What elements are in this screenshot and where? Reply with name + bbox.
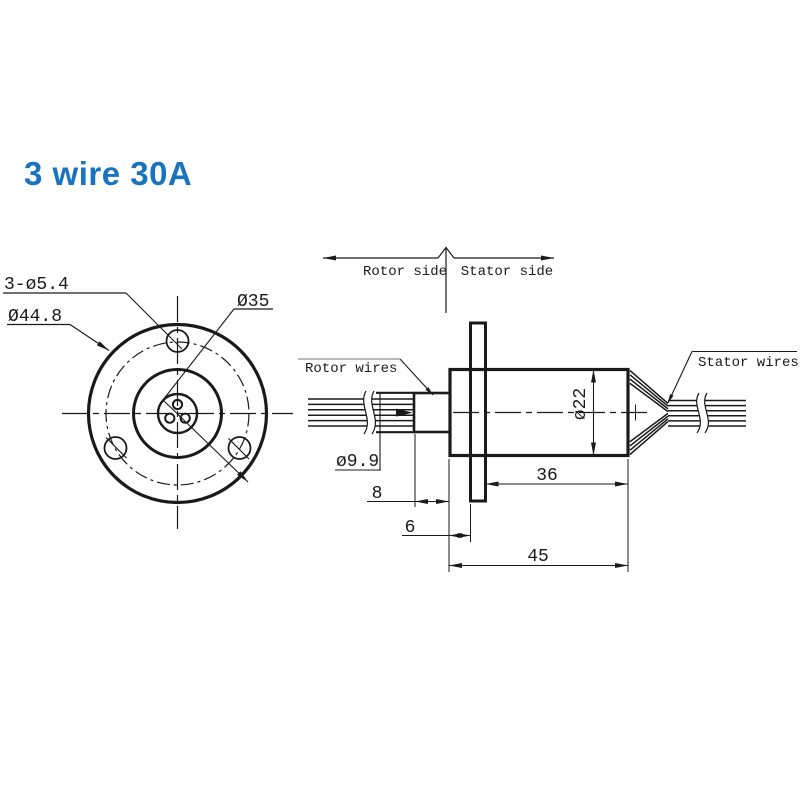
bolt-hole-lower-right: [227, 436, 252, 460]
rotor-wires: [308, 398, 414, 427]
bolt-circle-dimension: [162, 308, 273, 483]
overall-length-dimension: [448, 459, 628, 572]
side-view-labels: Rotor side Stator side Rotor wires Stato…: [305, 264, 799, 567]
shaft-diameter-dimension: [335, 391, 413, 471]
bolt-hole-lower-left: [103, 436, 128, 460]
side-view: [298, 246, 797, 572]
front-view-labels: 3-ø5.4 Ø44.8 Ø35: [4, 275, 269, 327]
stator-wires-label: Stator wires: [698, 355, 799, 371]
rotor-wires-leader: [298, 358, 434, 396]
flange-diameter-label: Ø44.8: [8, 307, 62, 327]
wire-hole-right: [179, 412, 191, 424]
front-protrusion-text: 6: [405, 518, 416, 538]
rear-length-text: 36: [536, 466, 558, 486]
shaft-circle: [156, 392, 199, 435]
shaft-diameter-text: ø9.9: [336, 452, 379, 472]
stator-side-label: Stator side: [461, 264, 553, 280]
stator-wire-fan: [629, 369, 669, 456]
bolt-hole-slash-left: [105, 437, 127, 459]
shaft-length-text: 8: [372, 484, 383, 504]
flange-outer-circle: [86, 322, 269, 505]
bolt-circle-label: Ø35: [237, 292, 269, 312]
center-arrow: [396, 408, 413, 417]
bolt-holes-dimension: [3, 292, 183, 350]
stator-wire-break: [696, 392, 710, 434]
overall-length-text: 45: [527, 547, 549, 567]
page-title: 3 wire 30A: [24, 155, 193, 192]
flange-side: [469, 321, 487, 503]
front-protrusion-dimension: [402, 504, 471, 542]
wire-hole-left: [164, 412, 176, 424]
bolt-hole-slash-right: [228, 438, 250, 460]
front-view: [3, 292, 293, 529]
rotor-wire-break: [363, 390, 377, 435]
rear-length-dimension: [485, 459, 629, 572]
side-indicator: [323, 246, 554, 313]
flange-diameter-dimension: [7, 323, 110, 351]
wire-hole-top: [171, 398, 184, 411]
rotor-side-label: Rotor side: [363, 264, 447, 280]
bolt-holes-label: 3-ø5.4: [4, 275, 69, 295]
stator-wires-leader: [667, 350, 797, 404]
body-diameter-text: ø22: [571, 388, 591, 420]
rotor-wires-label: Rotor wires: [305, 361, 397, 377]
rotor-shaft: [412, 391, 452, 434]
body-side: [448, 367, 630, 458]
shaft-length-dimension: [367, 434, 449, 507]
bolt-circle-dashed: [105, 341, 250, 486]
bolt-hole-top: [165, 329, 190, 353]
body-circle: [132, 368, 223, 459]
